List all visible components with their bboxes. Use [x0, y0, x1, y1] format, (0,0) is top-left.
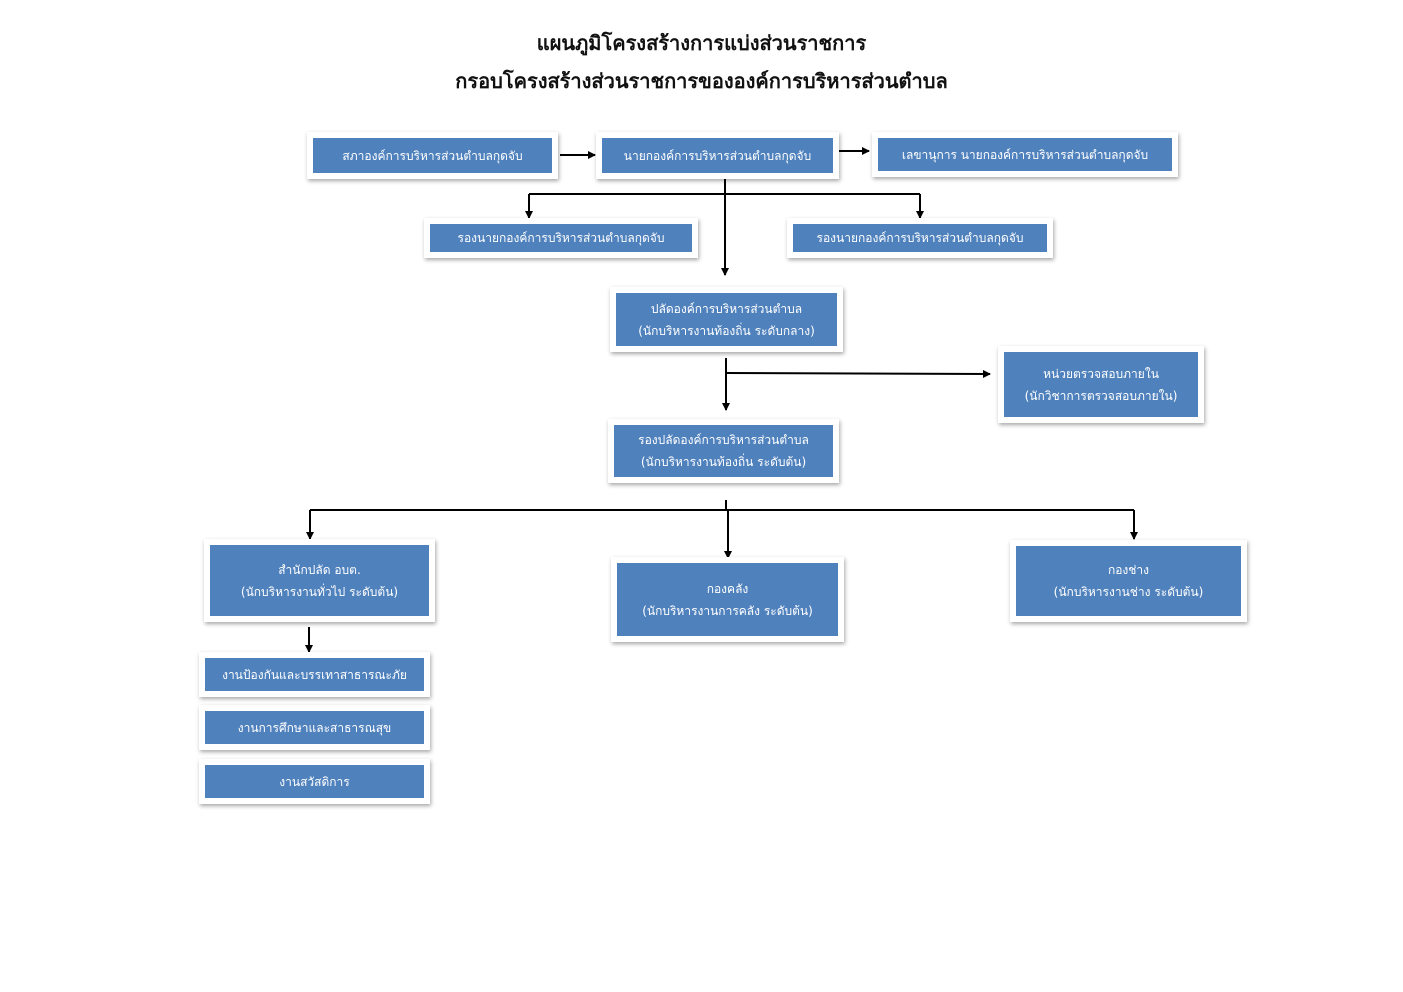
chart-title-line-2: กรอบโครงสร้างส่วนราชการขององค์การบริหารส…	[455, 69, 948, 93]
arrow-chief-to-audit	[725, 369, 991, 378]
disaster-unit-label: งานป้องกันและบรรเทาสาธารณะภัย	[222, 667, 407, 682]
deputy-mayor-1-box: รองนายกองค์การบริหารส่วนตำบลกุดจับ	[424, 218, 698, 258]
engineering-division-title: กองช่าง	[1107, 563, 1150, 577]
council-box: สภาองค์การบริหารส่วนตำบลกุดจับ	[307, 132, 558, 179]
internal-audit-position: (นักวิชาการตรวจสอบภายใน)	[1024, 388, 1178, 403]
internal-audit-box: หน่วยตรวจสอบภายใน (นักวิชาการตรวจสอบภายใ…	[998, 346, 1204, 423]
deputy-chief-admin-title: รองปลัดองค์การบริหารส่วนตำบล	[638, 433, 809, 447]
disaster-unit-box: งานป้องกันและบรรเทาสาธารณะภัย	[199, 652, 430, 697]
office-of-chief-box: สำนักปลัด อบต. (นักบริหารงานทั่วไป ระดับ…	[204, 539, 435, 622]
deputy-chief-admin-box: รองปลัดองค์การบริหารส่วนตำบล (นักบริหารง…	[608, 419, 839, 483]
welfare-unit-label: งานสวัสดิการ	[279, 774, 350, 789]
deputy-mayor-2-label: รองนายกองค์การบริหารส่วนตำบลกุดจับ	[816, 231, 1024, 245]
council-label: สภาองค์การบริหารส่วนตำบลกุดจับ	[342, 148, 523, 163]
secretary-box: เลขานุการ นายกองค์การบริหารส่วนตำบลกุดจั…	[872, 132, 1178, 177]
finance-division-box: กองคลัง (นักบริหารงานการคลัง ระดับต้น)	[611, 557, 844, 642]
deputy-chief-admin-rank: (นักบริหารงานท้องถิ่น ระดับต้น)	[640, 455, 807, 469]
education-health-unit-label: งานการศึกษาและสาธารณสุข	[237, 720, 392, 735]
chief-admin-box: ปลัดองค์การบริหารส่วนตำบล (นักบริหารงานท…	[610, 287, 843, 352]
chart-title-line-1: แผนภูมิโครงสร้างการแบ่งส่วนราชการ	[536, 31, 867, 55]
mayor-box: นายกองค์การบริหารส่วนตำบลกุดจับ	[596, 132, 839, 179]
engineering-division-box: กองช่าง (นักบริหารงานช่าง ระดับต้น)	[1010, 540, 1247, 622]
engineering-division-rank: (นักบริหารงานช่าง ระดับต้น)	[1053, 585, 1204, 599]
office-of-chief-rank: (นักบริหารงานทั่วไป ระดับต้น)	[240, 584, 399, 599]
office-of-chief-title: สำนักปลัด อบต.	[278, 562, 361, 577]
finance-division-rank: (นักบริหารงานการคลัง ระดับต้น)	[642, 603, 813, 618]
chief-admin-rank: (นักบริหารงานท้องถิ่น ระดับกลาง)	[638, 323, 815, 338]
chief-admin-title: ปลัดองค์การบริหารส่วนตำบล	[650, 301, 803, 316]
internal-audit-title: หน่วยตรวจสอบภายใน	[1043, 366, 1159, 381]
education-health-unit-box: งานการศึกษาและสาธารณสุข	[199, 705, 430, 750]
deputy-mayor-2-box: รองนายกองค์การบริหารส่วนตำบลกุดจับ	[787, 218, 1053, 258]
mayor-label: นายกองค์การบริหารส่วนตำบลกุดจับ	[623, 148, 812, 163]
deputy-mayor-1-label: รองนายกองค์การบริหารส่วนตำบลกุดจับ	[457, 231, 665, 245]
secretary-label: เลขานุการ นายกองค์การบริหารส่วนตำบลกุดจั…	[901, 147, 1149, 162]
welfare-unit-box: งานสวัสดิการ	[199, 759, 430, 804]
finance-division-title: กองคลัง	[706, 581, 749, 596]
